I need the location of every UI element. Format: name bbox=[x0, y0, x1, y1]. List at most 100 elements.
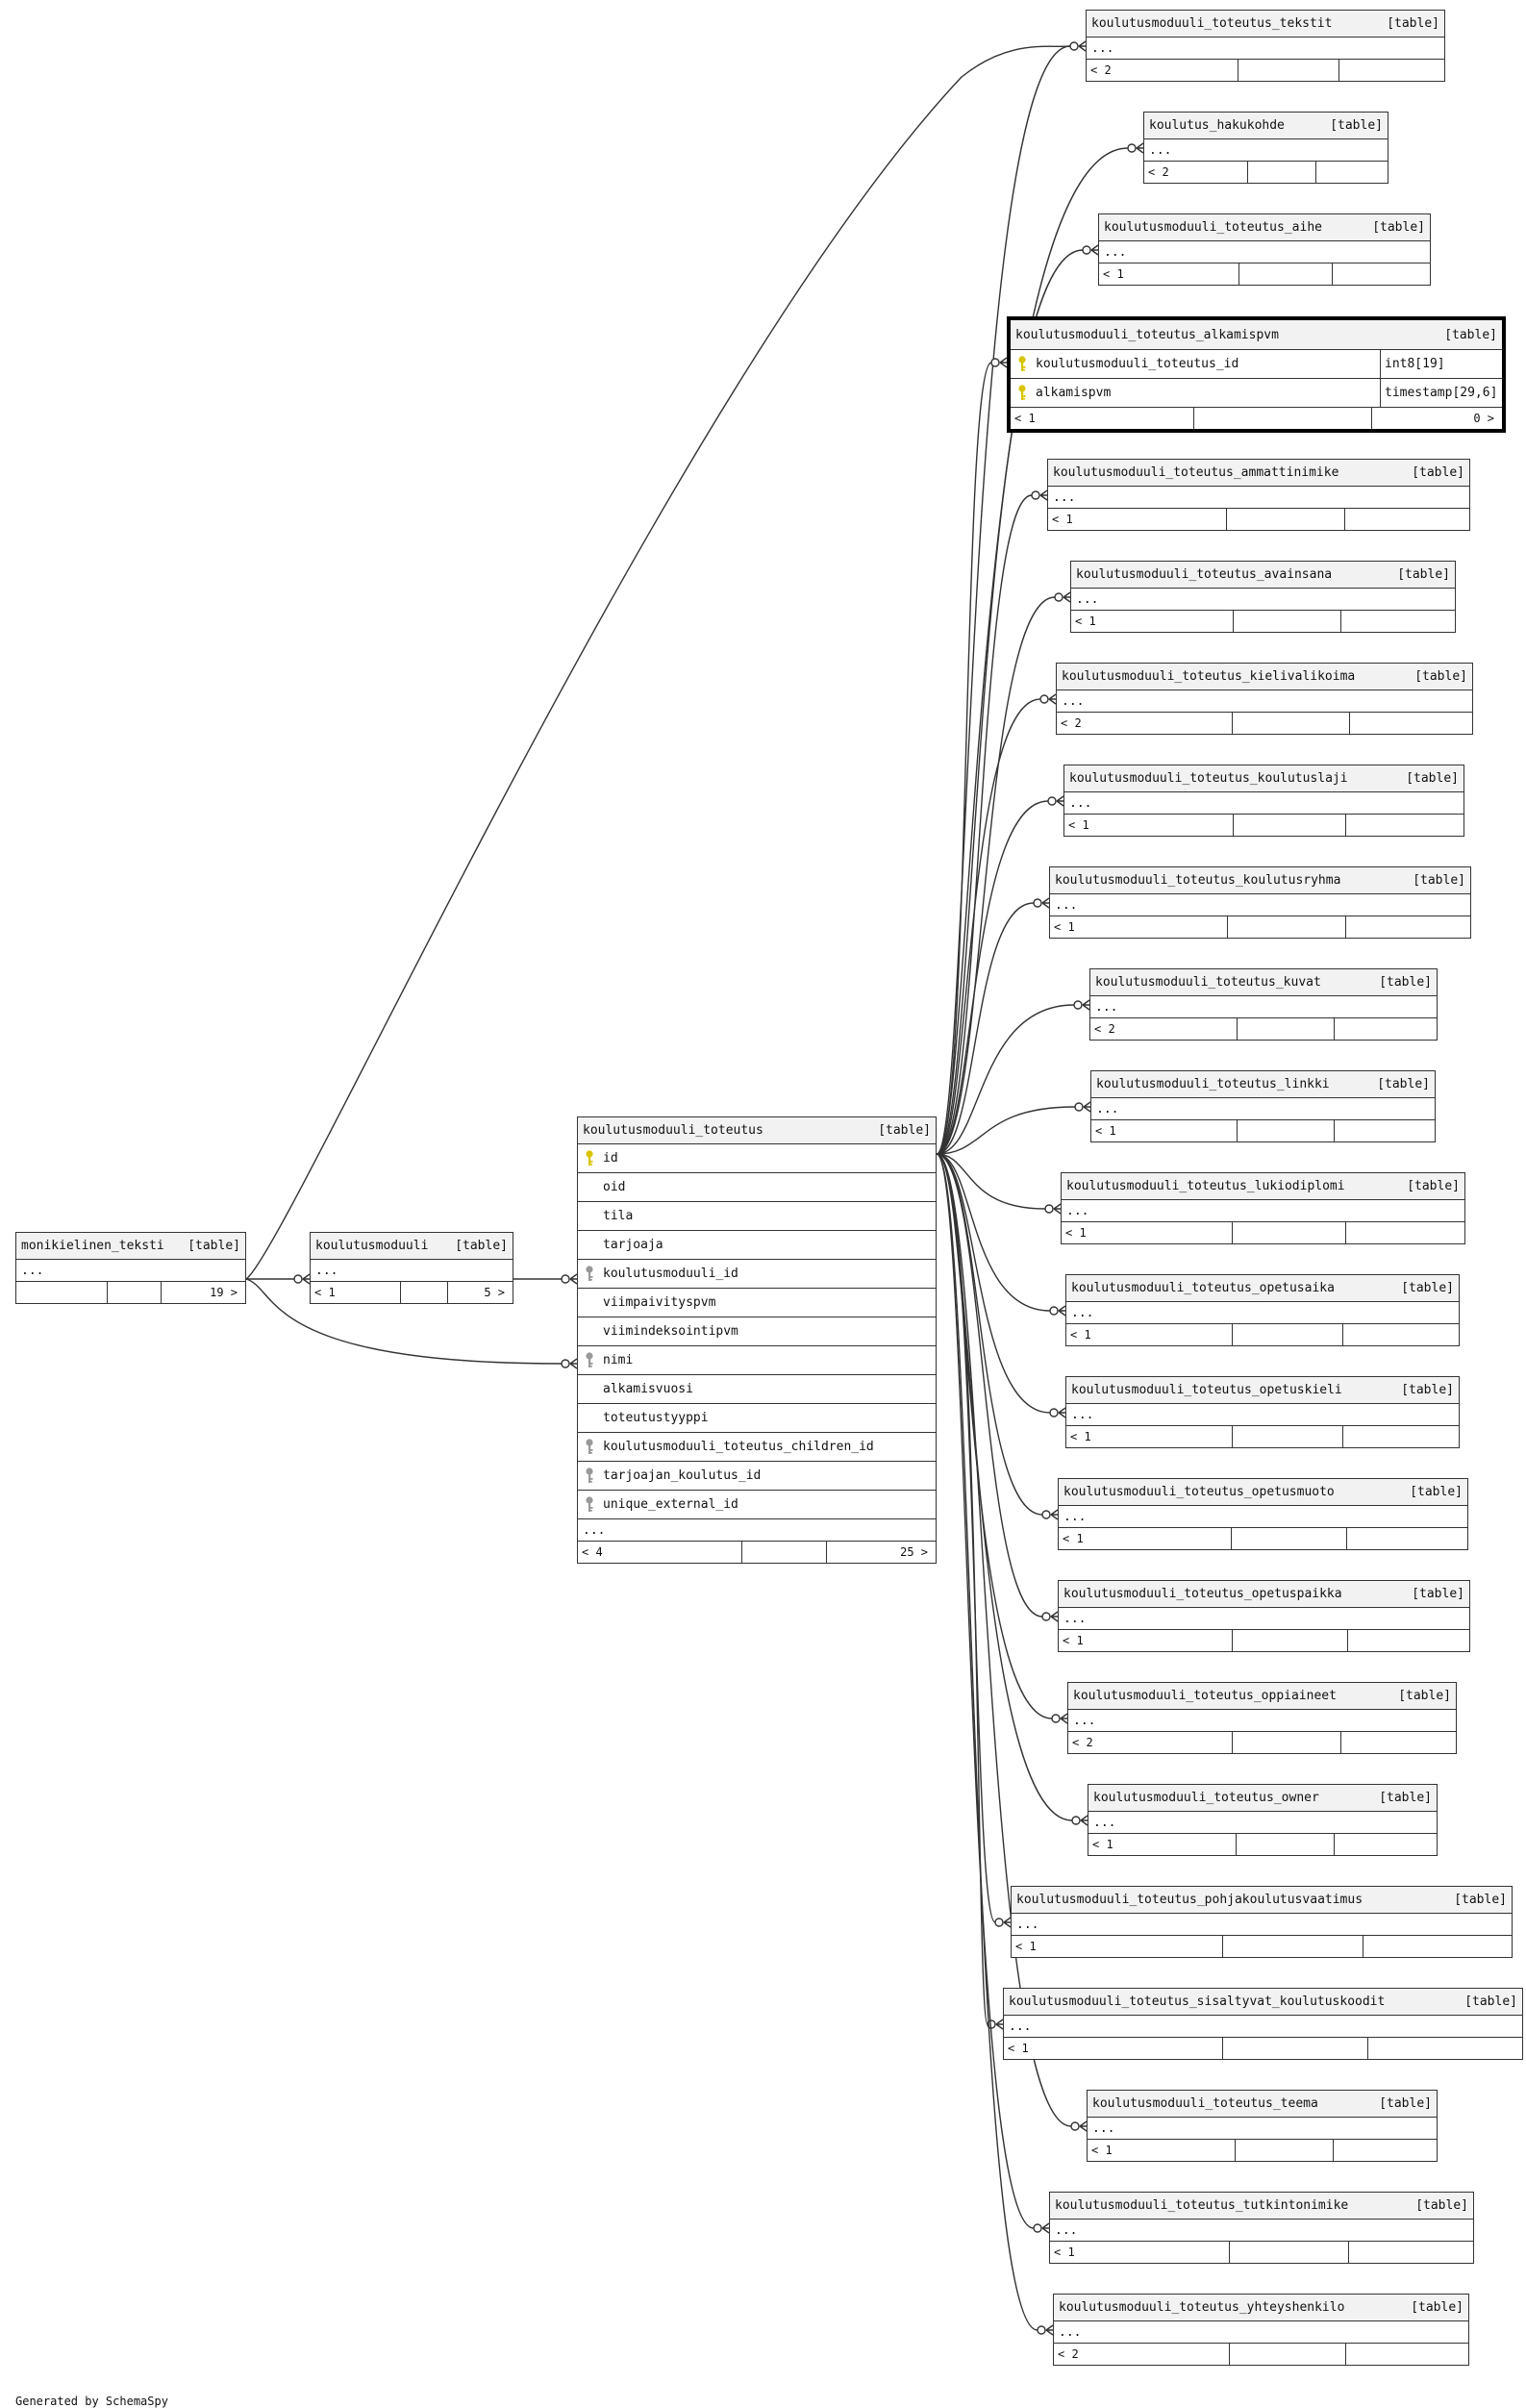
table-name: koulutusmoduuli bbox=[315, 1239, 429, 1253]
parents-count: < 2 bbox=[1094, 1022, 1115, 1036]
column-name: koulutusmoduuli_toteutus_children_id bbox=[578, 1433, 936, 1461]
column-type: int8[19] bbox=[1380, 350, 1502, 378]
table-koulutusmoduuli_toteutus_lukiodiplomi[interactable]: koulutusmoduuli_toteutus_lukiodiplomi[ta… bbox=[1061, 1172, 1465, 1244]
table-koulutusmoduuli_toteutus_tutkintonimike[interactable]: koulutusmoduuli_toteutus_tutkintonimike[… bbox=[1049, 2192, 1474, 2264]
table-koulutusmoduuli_toteutus_opetusaika[interactable]: koulutusmoduuli_toteutus_opetusaika[tabl… bbox=[1065, 1274, 1460, 1346]
table-name: koulutusmoduuli_toteutus_alkamispvm bbox=[1015, 327, 1279, 342]
table-koulutusmoduuli_toteutus_teema[interactable]: koulutusmoduuli_toteutus_teema[table]...… bbox=[1087, 2090, 1438, 2162]
table-name: koulutusmoduuli_toteutus_tutkintonimike bbox=[1055, 2198, 1349, 2213]
more-columns: ... bbox=[1068, 1710, 1456, 1732]
table-footer: < 1 bbox=[1091, 1120, 1435, 1141]
rows-cell bbox=[1232, 713, 1349, 734]
parents-count: < 1 bbox=[1070, 1328, 1091, 1342]
relationship-edge bbox=[936, 1153, 1051, 1312]
crows-foot-marker bbox=[1047, 795, 1064, 807]
rows-cell bbox=[1193, 408, 1371, 429]
table-koulutus_hakukohde[interactable]: koulutus_hakukohde[table]...< 2 bbox=[1143, 112, 1388, 184]
rows-cell bbox=[1235, 2140, 1333, 2161]
table-footer: < 1 bbox=[1099, 263, 1430, 285]
table-header: koulutusmoduuli_toteutus_opetuskieli [tab… bbox=[1066, 1377, 1459, 1404]
table-header: monikielinen_teksti[table] bbox=[16, 1233, 245, 1260]
table-name: koulutusmoduuli_toteutus_opetuskieli bbox=[1071, 1383, 1342, 1397]
table-type-label: [table] bbox=[1407, 1179, 1460, 1193]
column-label: alkamispvm bbox=[1036, 386, 1112, 400]
table-koulutusmoduuli_toteutus_sisaltyvat_koulutuskoodit[interactable]: koulutusmoduuli_toteutus_sisaltyvat_koul… bbox=[1003, 1988, 1523, 2060]
table-footer: < 1 bbox=[1048, 509, 1469, 530]
rows-cell bbox=[1236, 1834, 1334, 1855]
more-columns: ... bbox=[1057, 690, 1472, 713]
column-label: viimindeksointipvm bbox=[603, 1324, 738, 1339]
relationship-edge bbox=[936, 698, 1041, 1155]
table-name: koulutusmoduuli_toteutus_pohjakoulutusva… bbox=[1016, 1893, 1363, 1907]
children-count bbox=[1345, 916, 1470, 938]
crows-foot-marker bbox=[1044, 1203, 1062, 1215]
table-header: koulutusmoduuli_toteutus_kielivalikoima[… bbox=[1057, 664, 1472, 690]
rows-cell bbox=[1233, 815, 1345, 836]
table-footer: < 1 bbox=[1004, 2038, 1522, 2059]
table-koulutusmoduuli_toteutus_aihe[interactable]: koulutusmoduuli_toteutus_aihe[table]...<… bbox=[1098, 213, 1431, 286]
table-type-label: [table] bbox=[1401, 1383, 1454, 1397]
children-count bbox=[1367, 2038, 1522, 2059]
relationship-edge bbox=[245, 45, 1071, 1280]
column-label: koulutusmoduuli_id bbox=[603, 1267, 738, 1281]
table-koulutusmoduuli_toteutus_pohjakoulutusvaatimus[interactable]: koulutusmoduuli_toteutus_pohjakoulutusva… bbox=[1011, 1886, 1513, 1958]
table-type-label: [table] bbox=[1377, 1077, 1430, 1091]
table-monikielinen_teksti[interactable]: monikielinen_teksti[table] ... 19 > bbox=[15, 1232, 246, 1304]
rows-cell bbox=[741, 1542, 826, 1563]
table-name: koulutusmoduuli_toteutus_koulutuslaji bbox=[1069, 771, 1348, 786]
column-label: tila bbox=[603, 1209, 634, 1223]
rows-cell bbox=[1222, 1936, 1363, 1957]
children-count: 19 > bbox=[161, 1282, 245, 1303]
table-koulutusmoduuli_toteutus_kuvat[interactable]: koulutusmoduuli_toteutus_kuvat[table]...… bbox=[1089, 968, 1438, 1041]
relationship-edge bbox=[936, 1153, 1053, 1719]
table-koulutusmoduuli_toteutus_yhteyshenkilo[interactable]: koulutusmoduuli_toteutus_yhteyshenkilo[t… bbox=[1053, 2294, 1469, 2366]
children-count bbox=[1346, 1528, 1467, 1549]
table-koulutusmoduuli_toteutus_koulutusryhma[interactable]: koulutusmoduuli_toteutus_koulutusryhma[t… bbox=[1049, 866, 1471, 939]
column-row: koulutusmoduuli_toteutus_id int8[19] bbox=[1011, 350, 1502, 379]
table-koulutusmoduuli_toteutus_oppiaineet[interactable]: koulutusmoduuli_toteutus_oppiaineet[tabl… bbox=[1067, 1682, 1457, 1754]
table-header: koulutusmoduuli_toteutus_lukiodiplomi[ta… bbox=[1062, 1173, 1464, 1200]
relationship-edge bbox=[936, 1153, 1043, 1618]
column-label: koulutusmoduuli_toteutus_id bbox=[1036, 357, 1239, 371]
relationship-edge bbox=[936, 800, 1049, 1155]
table-name: koulutusmoduuli_toteutus_oppiaineet bbox=[1073, 1689, 1337, 1703]
more-columns: ... bbox=[1071, 589, 1455, 611]
column-label: tarjoaja bbox=[603, 1238, 663, 1252]
more-columns: ... bbox=[1088, 1812, 1437, 1834]
table-type-label: [table] bbox=[1412, 1587, 1464, 1601]
more-columns: ... bbox=[1144, 139, 1388, 162]
column-row: tila bbox=[578, 1202, 936, 1231]
table-header: koulutusmoduuli_toteutus[table] bbox=[578, 1117, 936, 1144]
table-koulutusmoduuli_toteutus_owner[interactable]: koulutusmoduuli_toteutus_owner[table]...… bbox=[1088, 1784, 1438, 1856]
table-name: koulutus_hakukohde bbox=[1149, 118, 1285, 133]
table-koulutusmoduuli_toteutus_kielivalikoima[interactable]: koulutusmoduuli_toteutus_kielivalikoima[… bbox=[1056, 663, 1473, 735]
more-columns: ... bbox=[311, 1260, 513, 1282]
table-footer: 19 > bbox=[16, 1282, 245, 1303]
column-row: nimi bbox=[578, 1346, 936, 1375]
children-count: 25 > bbox=[826, 1542, 936, 1563]
parents-count: < 1 bbox=[1092, 1838, 1113, 1851]
table-footer: < 1 bbox=[1059, 1630, 1469, 1651]
table-koulutusmoduuli_toteutus_opetuspaikka[interactable]: koulutusmoduuli_toteutus_opetuspaikka[ta… bbox=[1058, 1580, 1470, 1652]
crows-foot-marker bbox=[561, 1273, 578, 1285]
more-columns: ... bbox=[1062, 1200, 1464, 1222]
parents-count: < 1 bbox=[1075, 615, 1096, 628]
table-koulutusmoduuli_toteutus_koulutuslaji[interactable]: koulutusmoduuli_toteutus_koulutuslaji[ta… bbox=[1063, 765, 1464, 837]
table-koulutusmoduuli_toteutus_tekstit[interactable]: koulutusmoduuli_toteutus_tekstit[table].… bbox=[1086, 10, 1445, 82]
table-koulutusmoduuli_toteutus_ammattinimike[interactable]: koulutusmoduuli_toteutus_ammattinimike[t… bbox=[1047, 459, 1470, 531]
table-name: koulutusmoduuli_toteutus bbox=[583, 1123, 763, 1138]
parents-count: < 1 bbox=[1015, 1940, 1037, 1953]
table-koulutusmoduuli_toteutus_opetuskieli[interactable]: koulutusmoduuli_toteutus_opetuskieli [tab… bbox=[1065, 1376, 1460, 1448]
column-name: oid bbox=[578, 1173, 936, 1201]
table-koulutusmoduuli_toteutus_linkki[interactable]: koulutusmoduuli_toteutus_linkki[table]..… bbox=[1090, 1070, 1436, 1142]
table-koulutusmoduuli_toteutus_alkamispvm[interactable]: koulutusmoduuli_toteutus_alkamispvm[tabl… bbox=[1007, 316, 1506, 433]
table-koulutusmoduuli_toteutus_opetusmuoto[interactable]: koulutusmoduuli_toteutus_opetusmuoto[tab… bbox=[1058, 1478, 1468, 1550]
more-columns: ... bbox=[1088, 2118, 1437, 2140]
table-koulutusmoduuli_toteutus_avainsana[interactable]: koulutusmoduuli_toteutus_avainsana[table… bbox=[1070, 561, 1456, 633]
column-list: koulutusmoduuli_toteutus_id int8[19] alkam… bbox=[1011, 350, 1502, 408]
parents-count: < 2 bbox=[1058, 2347, 1079, 2361]
relationship-edge bbox=[936, 596, 1056, 1155]
